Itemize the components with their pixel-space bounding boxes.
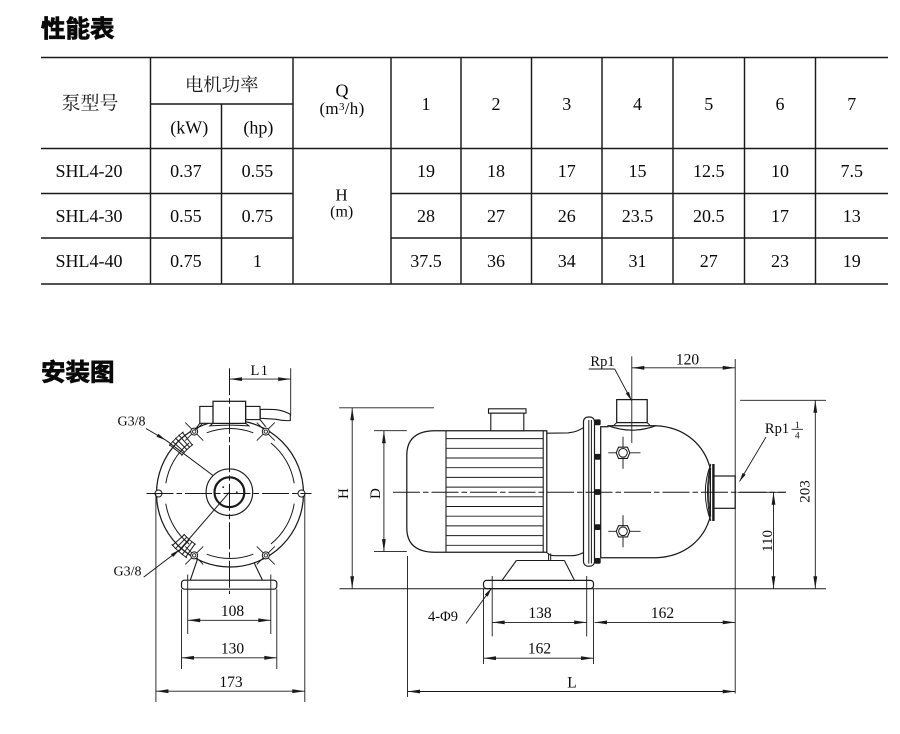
svg-text:0.55: 0.55 <box>170 206 202 226</box>
svg-text:(kW): (kW) <box>170 118 208 139</box>
svg-text:6: 6 <box>776 94 785 114</box>
svg-text:SHL4-40: SHL4-40 <box>56 251 123 271</box>
svg-text:17: 17 <box>558 161 576 181</box>
svg-text:13: 13 <box>843 206 861 226</box>
svg-text:10: 10 <box>771 161 789 181</box>
svg-text:162: 162 <box>528 641 551 658</box>
svg-text:108: 108 <box>221 603 245 620</box>
svg-text:5: 5 <box>704 94 713 114</box>
svg-text:(m): (m) <box>330 204 353 221</box>
svg-text:7: 7 <box>847 94 856 114</box>
svg-text:Rp1: Rp1 <box>765 421 789 437</box>
svg-text:D: D <box>368 488 384 499</box>
svg-text:19: 19 <box>843 251 861 271</box>
svg-text:Q: Q <box>336 81 349 101</box>
svg-text:SHL4-30: SHL4-30 <box>56 206 123 226</box>
svg-text:0.55: 0.55 <box>242 161 274 181</box>
svg-text:H: H <box>336 488 352 499</box>
svg-text:23.5: 23.5 <box>622 206 654 226</box>
svg-text:18: 18 <box>487 161 505 181</box>
svg-text:0.75: 0.75 <box>242 206 274 226</box>
svg-text:2: 2 <box>492 94 501 114</box>
svg-text:(m3/h): (m3/h) <box>319 99 364 118</box>
svg-text:37.5: 37.5 <box>410 251 442 271</box>
svg-text:173: 173 <box>219 674 243 691</box>
svg-text:4-Φ9: 4-Φ9 <box>428 609 458 625</box>
svg-text:110: 110 <box>760 530 776 552</box>
svg-text:(hp): (hp) <box>243 118 273 139</box>
svg-text:L: L <box>567 675 576 692</box>
svg-text:28: 28 <box>417 206 435 226</box>
svg-text:120: 120 <box>676 352 700 369</box>
svg-text:19: 19 <box>417 161 435 181</box>
svg-text:1: 1 <box>253 251 262 271</box>
svg-text:26: 26 <box>558 206 576 226</box>
svg-text:G3/8: G3/8 <box>118 415 146 430</box>
svg-text:0.37: 0.37 <box>170 161 202 181</box>
svg-text:130: 130 <box>221 640 245 657</box>
svg-text:H: H <box>335 186 347 205</box>
svg-text:31: 31 <box>629 251 647 271</box>
svg-text:17: 17 <box>771 206 789 226</box>
svg-text:162: 162 <box>651 605 674 622</box>
svg-text:20.5: 20.5 <box>693 206 725 226</box>
svg-text:23: 23 <box>771 251 789 271</box>
svg-text:0.75: 0.75 <box>170 251 202 271</box>
svg-text:203: 203 <box>798 480 814 503</box>
svg-text:1: 1 <box>795 421 800 431</box>
svg-text:27: 27 <box>700 251 718 271</box>
svg-text:15: 15 <box>629 161 647 181</box>
svg-text:Rp1: Rp1 <box>590 354 614 370</box>
svg-text:G3/8: G3/8 <box>114 565 142 580</box>
svg-text:138: 138 <box>528 605 552 622</box>
svg-text:34: 34 <box>558 251 576 271</box>
svg-text:4: 4 <box>795 432 800 442</box>
svg-text:L1: L1 <box>250 363 269 379</box>
svg-text:SHL4-20: SHL4-20 <box>56 161 123 181</box>
svg-text:3: 3 <box>562 94 571 114</box>
svg-text:7.5: 7.5 <box>840 161 863 181</box>
svg-text:4: 4 <box>633 94 642 114</box>
svg-text:12.5: 12.5 <box>693 161 725 181</box>
svg-text:27: 27 <box>487 206 505 226</box>
svg-text:36: 36 <box>487 251 505 271</box>
svg-text:1: 1 <box>422 94 431 114</box>
